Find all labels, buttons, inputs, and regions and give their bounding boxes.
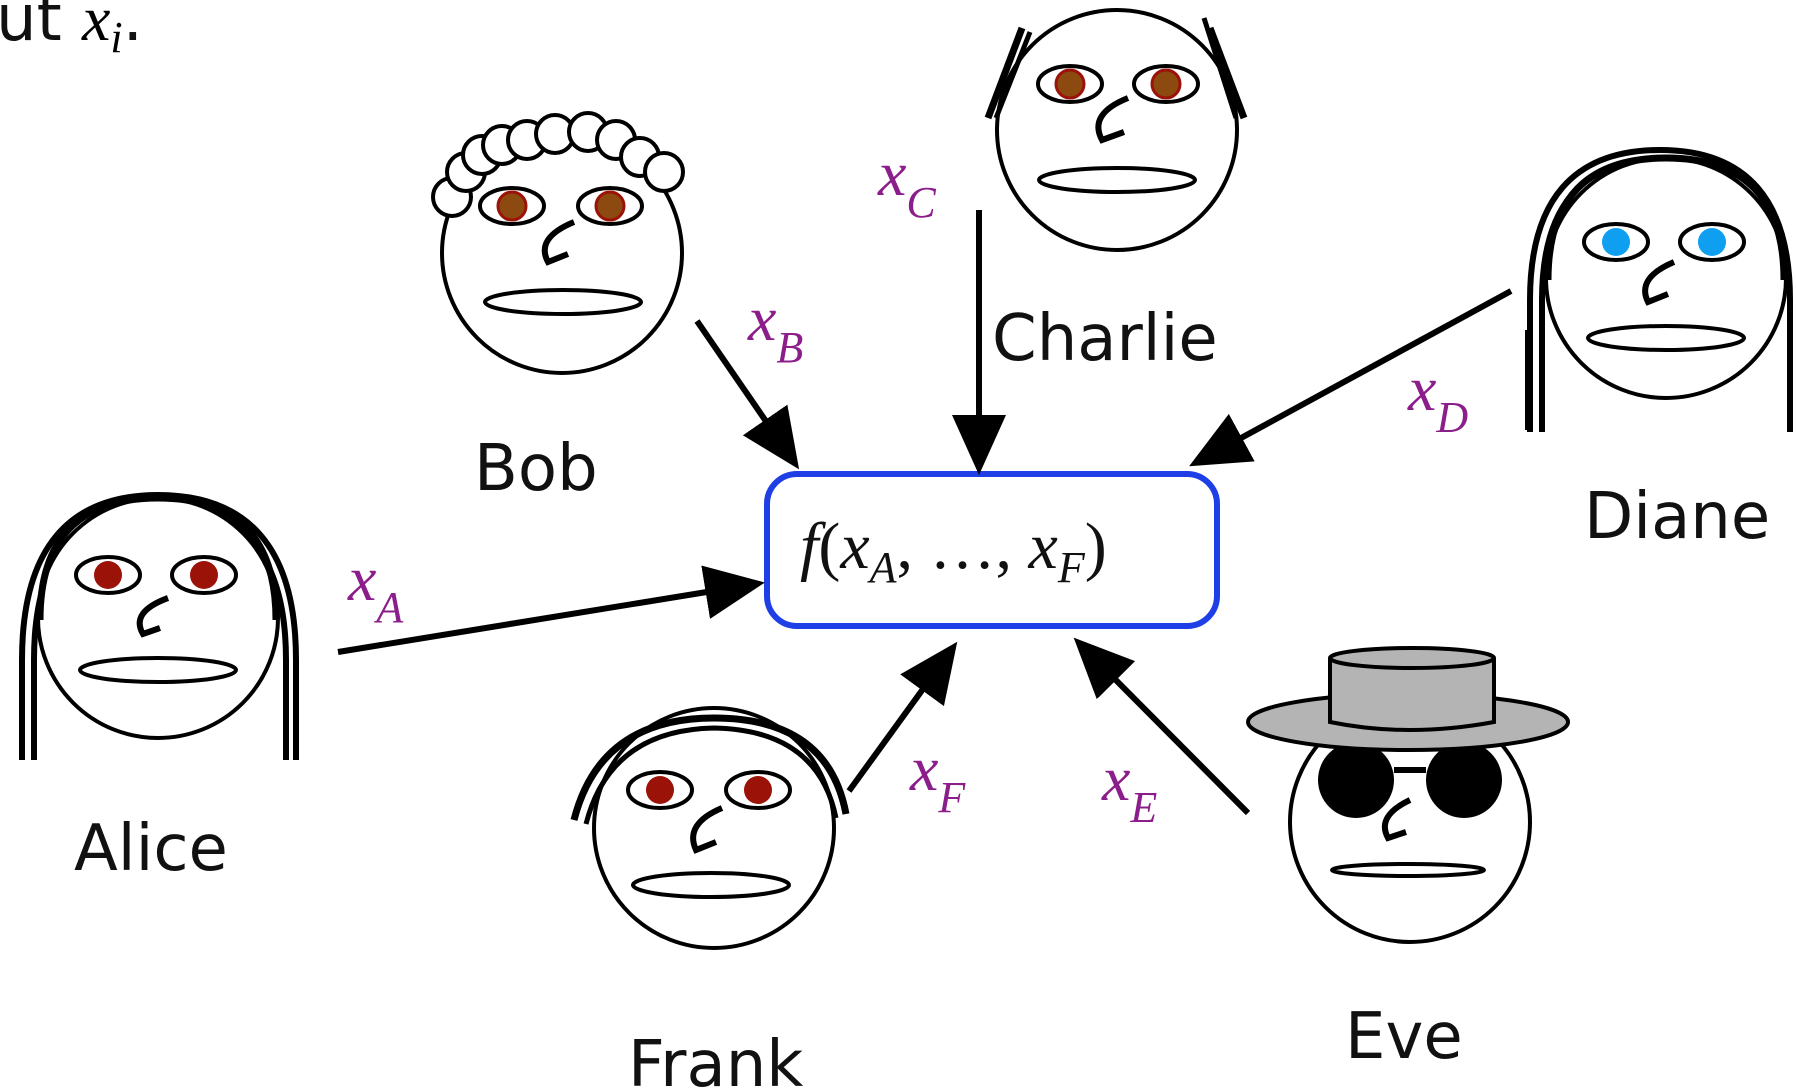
arrows xyxy=(337,210,1513,816)
frank-eye-left-iris xyxy=(646,776,674,804)
top-fragment-var: x xyxy=(81,0,110,54)
person-alice: Alice xyxy=(19,491,299,886)
eve-nose-icon xyxy=(1381,797,1412,842)
charlie-face-icon xyxy=(995,8,1239,252)
var-e-letter: x xyxy=(1101,743,1130,814)
frank-hair-2-icon xyxy=(583,725,839,825)
function-var1: x xyxy=(839,510,869,583)
function-open-paren: ( xyxy=(818,510,840,583)
top-fragment-suffix: . xyxy=(123,0,143,56)
top-fragment-prefix: ut xyxy=(0,0,82,56)
person-charlie: Charlie xyxy=(984,8,1248,376)
var-f-letter: x xyxy=(909,733,938,804)
frank-face-icon xyxy=(592,706,836,950)
var-b-sub: B xyxy=(776,323,803,372)
function-sub1: A xyxy=(867,543,898,592)
arrow-bob xyxy=(694,319,800,470)
charlie-eye-left-iris xyxy=(1054,68,1086,100)
charlie-name: Charlie xyxy=(992,302,1218,376)
var-a-sub: A xyxy=(373,583,404,632)
var-c-sub: C xyxy=(906,178,936,227)
charlie-hair-left-2-icon xyxy=(993,31,1033,119)
diane-face-icon xyxy=(1544,156,1788,400)
var-label-d: xD xyxy=(1407,353,1468,442)
alice-eye-left-iris xyxy=(94,561,122,589)
function-middle: , …, xyxy=(897,510,1029,583)
charlie-nose-icon xyxy=(1095,95,1130,144)
var-label-c: xC xyxy=(877,138,936,227)
var-d-sub: D xyxy=(1435,393,1468,442)
var-label-e: xE xyxy=(1101,743,1157,832)
var-c-letter: x xyxy=(877,138,906,209)
frank-mouth-icon xyxy=(631,871,791,899)
diane-name: Diane xyxy=(1584,480,1770,554)
function-box-text: f(xA, …, xF) xyxy=(800,510,1107,592)
var-a-letter: x xyxy=(347,543,376,614)
frank-hair-icon xyxy=(570,714,850,821)
alice-nose-icon xyxy=(136,595,170,638)
diane-mouth-icon xyxy=(1586,324,1746,352)
bob-name: Bob xyxy=(474,432,598,506)
eve-hat-icon xyxy=(1246,646,1570,752)
person-eve: Eve xyxy=(1246,646,1570,1074)
bob-nose-icon xyxy=(541,219,576,266)
frank-nose-icon xyxy=(690,805,724,854)
arrow-eve xyxy=(1073,637,1251,816)
charlie-eye-right-iris xyxy=(1150,68,1182,100)
eve-sunglasses-icon xyxy=(1318,742,1502,818)
var-e-sub: E xyxy=(1129,783,1157,832)
bob-curly-hair-icon xyxy=(431,111,685,218)
arrow-frank xyxy=(846,641,958,793)
diane-hair-top-icon xyxy=(1544,154,1788,281)
arrow-alice xyxy=(337,565,765,655)
function-box: f(xA, …, xF) xyxy=(764,471,1220,629)
variable-labels: xA xB xC xD xE xF xyxy=(347,138,1468,832)
var-label-a: xA xyxy=(347,543,404,632)
diane-eye-right-iris xyxy=(1698,228,1726,256)
top-fragment-sub: i xyxy=(110,13,122,62)
var-f-sub: F xyxy=(937,773,966,822)
alice-face-icon xyxy=(36,496,280,740)
function-var2: x xyxy=(1028,510,1058,583)
var-label-b: xB xyxy=(747,283,803,372)
charlie-mouth-icon xyxy=(1037,166,1197,194)
charlie-hair-left-icon xyxy=(984,26,1026,120)
eve-mouth-icon xyxy=(1330,862,1486,878)
frank-eye-right-iris xyxy=(744,776,772,804)
diane-nose-icon xyxy=(1642,259,1676,306)
function-close-paren: ) xyxy=(1085,510,1107,583)
person-bob: Bob xyxy=(431,111,685,506)
arrow-diane xyxy=(1189,288,1513,467)
bob-eye-left-iris xyxy=(496,190,528,222)
person-diane: Diane xyxy=(1525,146,1793,554)
bob-eye-right-iris xyxy=(594,190,626,222)
diane-eye-left-iris xyxy=(1602,228,1630,256)
charlie-hair-right-icon xyxy=(1206,26,1248,120)
var-b-letter: x xyxy=(747,283,776,354)
bob-mouth-icon xyxy=(483,288,643,316)
alice-eye-right-iris xyxy=(190,561,218,589)
charlie-hair-right-2-icon xyxy=(1201,17,1239,119)
top-fragment: ut xi. xyxy=(0,0,143,62)
frank-name: Frank xyxy=(628,1028,803,1090)
alice-hair-top-icon xyxy=(36,494,280,621)
var-d-letter: x xyxy=(1407,353,1436,424)
var-label-f: xF xyxy=(909,733,966,822)
function-sub2: F xyxy=(1057,543,1086,592)
eve-name: Eve xyxy=(1345,1000,1463,1074)
person-frank: Frank xyxy=(570,706,850,1090)
alice-name: Alice xyxy=(74,812,228,886)
alice-mouth-icon xyxy=(78,656,238,684)
